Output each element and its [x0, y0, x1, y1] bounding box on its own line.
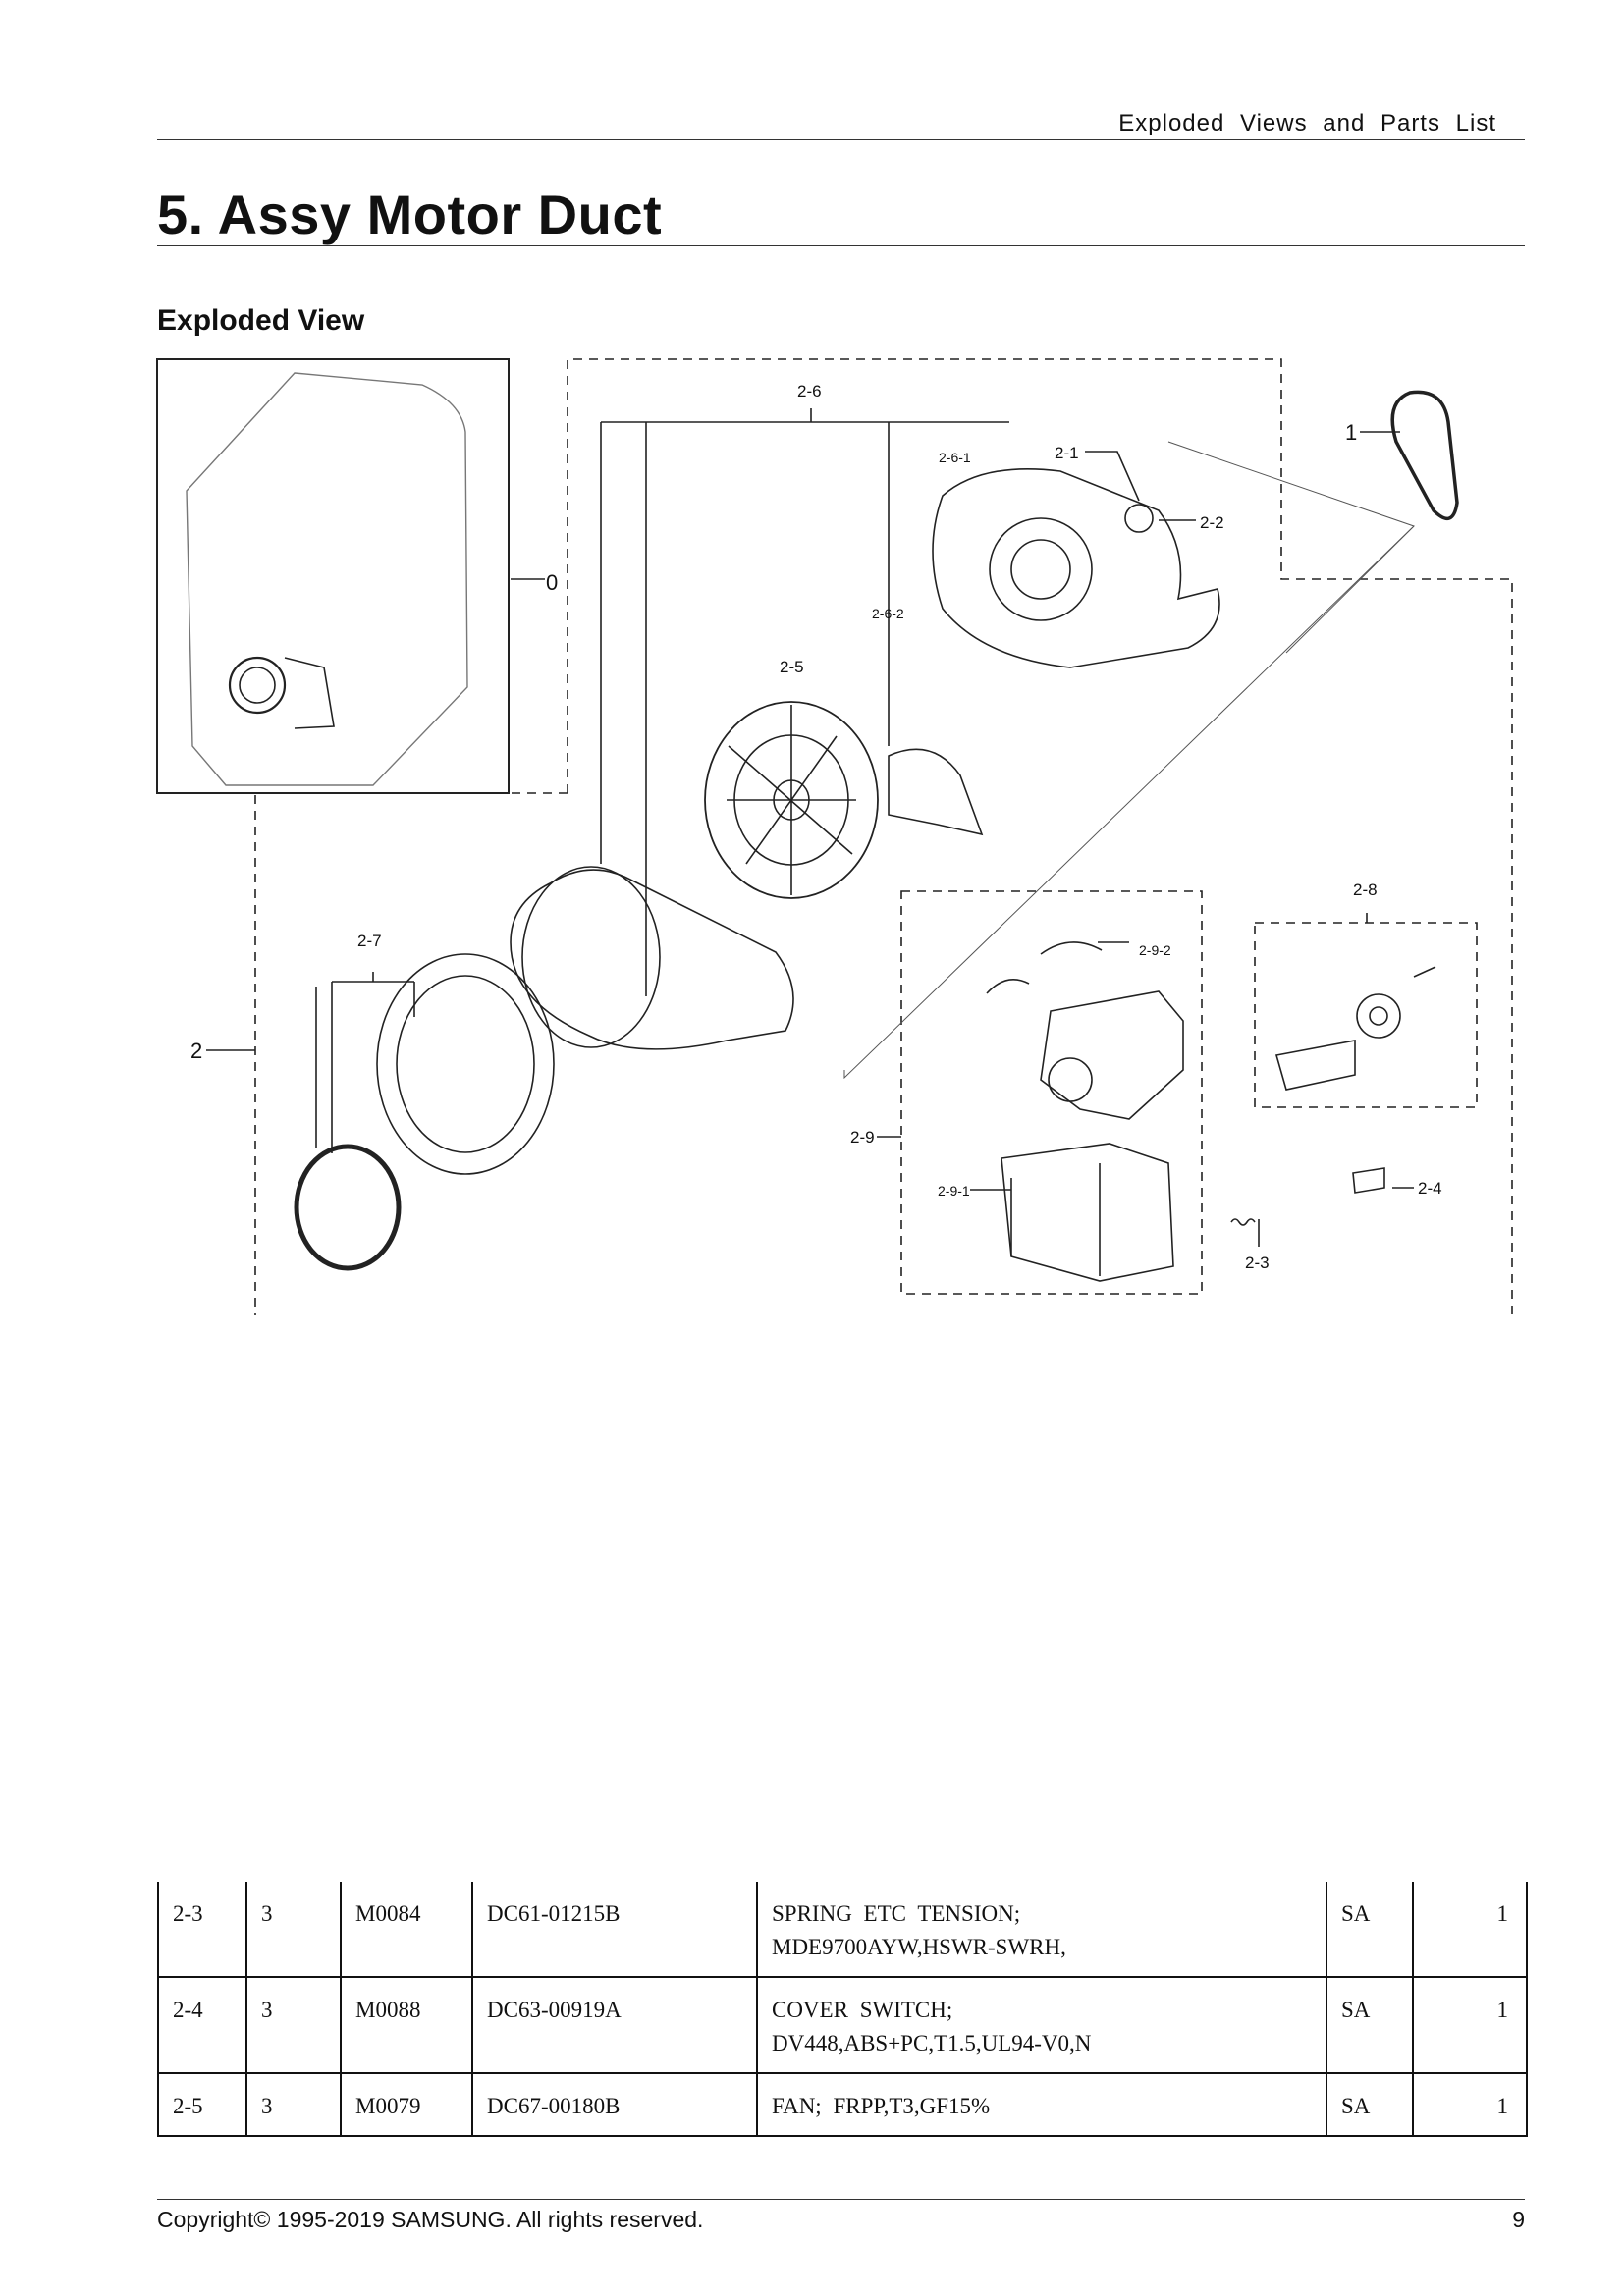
- cell-description: COVER SWITCH; DV448,ABS+PC,T1.5,UL94-V0,…: [756, 1976, 1327, 2074]
- exploded-view-diagram: 0 1 2 2-1 2-2 2-3 2-4 2-5 2-6 2-6-1 2-6-…: [156, 358, 1513, 1315]
- running-header: Exploded Views and Parts List: [1118, 110, 1496, 136]
- cell-part-number: DC61-01215B: [471, 1882, 758, 1978]
- cell-description: FAN; FRPP,T3,GF15%: [756, 2072, 1327, 2137]
- callout-2-7: 2-7: [357, 932, 382, 950]
- description-line: FAN; FRPP,T3,GF15%: [772, 2094, 991, 2118]
- description-line: SPRING ETC TENSION;: [772, 1901, 1021, 1926]
- description-line: DV448,ABS+PC,T1.5,UL94-V0,N: [772, 2031, 1092, 2056]
- parts-table: 2-3 3 M0084 DC61-01215B SPRING ETC TENSI…: [157, 1882, 1528, 2137]
- table-row: 2-3 3 M0084 DC61-01215B SPRING ETC TENSI…: [157, 1882, 1528, 1978]
- assembly-2-boundary: [254, 358, 1513, 1315]
- description-line: COVER SWITCH;: [772, 1998, 953, 2022]
- cell-description: SPRING ETC TENSION; MDE9700AYW,HSWR-SWRH…: [756, 1882, 1327, 1978]
- fan-sketch: [704, 701, 879, 899]
- front-ring-sketch: [376, 953, 555, 1175]
- cell-qty: 1: [1412, 1882, 1528, 1978]
- cell-level: 3: [245, 1976, 342, 2074]
- switch-cover-sketch: [1352, 1167, 1385, 1194]
- callout-2-9-2: 2-9-2: [1139, 942, 1171, 958]
- cell-no: 2-4: [157, 1976, 247, 2074]
- cell-status: SA: [1326, 1882, 1414, 1978]
- copyright-notice: Copyright© 1995-2019 SAMSUNG. All rights…: [157, 2207, 704, 2232]
- callout-2-3: 2-3: [1245, 1254, 1270, 1272]
- spring-sketch: [1230, 1218, 1256, 1226]
- alignment-plane: [843, 441, 1415, 1080]
- callout-2-4: 2-4: [1418, 1179, 1442, 1198]
- cell-code: M0088: [340, 1976, 473, 2074]
- cell-code: M0084: [340, 1882, 473, 1978]
- section-heading: Exploded View: [157, 304, 365, 337]
- cell-no: 2-5: [157, 2072, 247, 2137]
- cell-code: M0079: [340, 2072, 473, 2137]
- callout-2-2: 2-2: [1200, 513, 1224, 532]
- cell-status: SA: [1326, 2072, 1414, 2137]
- footer-divider: [157, 2199, 1525, 2200]
- callout-2-9: 2-9: [850, 1128, 875, 1147]
- assembly-0-box: [156, 358, 510, 794]
- page-title: 5. Assy Motor Duct: [157, 184, 663, 245]
- callout-2: 2: [190, 1039, 202, 1063]
- page-number: 9: [1512, 2207, 1525, 2232]
- callout-2-6: 2-6: [797, 382, 822, 400]
- table-row: 2-5 3 M0079 DC67-00180B FAN; FRPP,T3,GF1…: [157, 2072, 1528, 2137]
- callout-2-6-2: 2-6-2: [872, 606, 904, 621]
- callout-2-1: 2-1: [1055, 444, 1079, 462]
- cell-level: 3: [245, 1882, 342, 1978]
- assembly-2-9-box: [900, 890, 1203, 1295]
- belt-sketch: [1390, 390, 1459, 520]
- callout-1: 1: [1345, 420, 1357, 445]
- assembly-0-fan-sketch: [228, 656, 287, 715]
- motor-sketch: [1040, 990, 1184, 1120]
- callout-2-5: 2-5: [780, 658, 804, 676]
- cell-qty: 1: [1412, 2072, 1528, 2137]
- flap-sketch: [888, 748, 984, 836]
- gasket-sketch: [294, 1144, 402, 1271]
- cell-part-number: DC63-00919A: [471, 1976, 758, 2074]
- callout-0: 0: [546, 570, 558, 595]
- assembly-0-housing-sketch: [186, 372, 468, 786]
- motor-bracket-sketch: [1001, 1143, 1174, 1282]
- callout-2-8: 2-8: [1353, 881, 1378, 899]
- table-row: 2-4 3 M0088 DC63-00919A COVER SWITCH; DV…: [157, 1976, 1528, 2074]
- cell-qty: 1: [1412, 1976, 1528, 2074]
- title-divider: [157, 245, 1525, 246]
- cell-no: 2-3: [157, 1882, 247, 1978]
- cell-status: SA: [1326, 1976, 1414, 2074]
- callout-2-6-1: 2-6-1: [939, 450, 971, 465]
- lower-duct-sketch: [510, 869, 794, 1050]
- assembly-2-8-box: [1254, 922, 1478, 1108]
- header-divider: [157, 139, 1525, 140]
- cell-level: 3: [245, 2072, 342, 2137]
- idler-pulley-sketch: [1356, 993, 1401, 1039]
- description-line: MDE9700AYW,HSWR-SWRH,: [772, 1935, 1066, 1959]
- duct-cover-sketch: [932, 468, 1220, 668]
- cell-part-number: DC67-00180B: [471, 2072, 758, 2137]
- callout-2-9-1: 2-9-1: [938, 1183, 970, 1199]
